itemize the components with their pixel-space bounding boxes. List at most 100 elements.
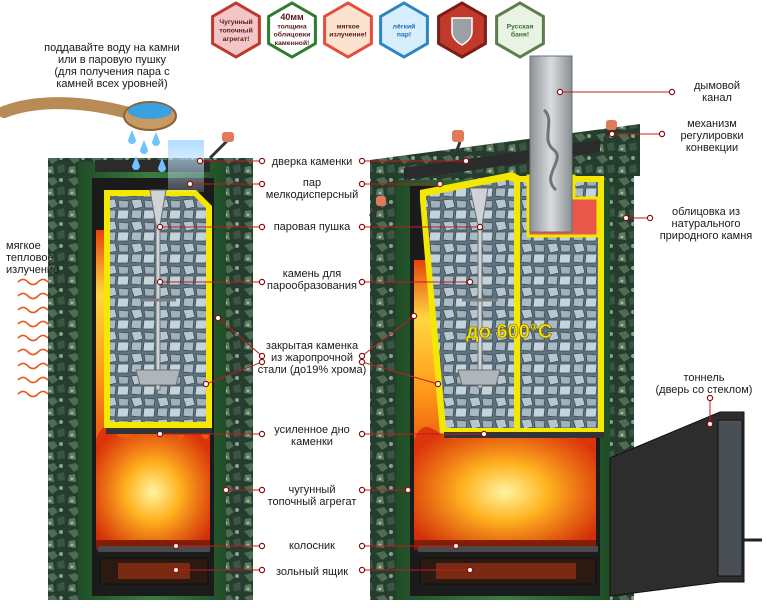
leader-dot	[358, 566, 366, 574]
badge-shape	[267, 1, 317, 59]
leader-line	[361, 361, 439, 385]
heat-wave	[17, 334, 49, 342]
leader-dot	[476, 223, 484, 231]
leader-dot	[214, 314, 222, 322]
water-note-line: (для получения пара с	[54, 66, 170, 78]
leader-dot	[434, 380, 442, 388]
leader-line	[205, 361, 263, 385]
closed-heater-line: закрытая каменка	[265, 340, 359, 352]
shield-icon	[451, 17, 473, 46]
leader-dot	[706, 420, 714, 428]
leader-dot	[258, 486, 266, 494]
leader-dot	[358, 542, 366, 550]
leader-dot	[156, 223, 164, 231]
leader-dot	[156, 278, 164, 286]
leader-dot	[410, 312, 418, 320]
leader-dot	[358, 430, 366, 438]
badges-row: Чугунныйтопочныйагрегат!40ммтолщинаоблиц…	[211, 1, 545, 59]
leader-dot	[258, 223, 266, 231]
badge-text: топочный	[219, 27, 253, 35]
leader-dot	[358, 278, 366, 286]
badge-shape	[495, 1, 545, 59]
water-note-line: камней всех уровней)	[56, 78, 168, 90]
closed-heater-line: стали (до19% хрома)	[257, 364, 367, 376]
leader-dot	[258, 278, 266, 286]
leader-dot	[452, 542, 460, 550]
leader-dot	[436, 180, 444, 188]
leader-dot	[466, 566, 474, 574]
badge-text: толщина	[277, 23, 307, 30]
leader-dot	[258, 180, 266, 188]
leader-dot	[258, 566, 266, 574]
water-note-line: или в паровую пушку	[57, 54, 167, 66]
convection-label-line: конвекции	[685, 142, 739, 154]
door-label: дверка каменки	[271, 156, 353, 168]
leader-dot	[646, 214, 654, 222]
grate-label: колосник	[288, 540, 335, 552]
water-note: поддавайте воду на камни или в паровую п…	[32, 42, 192, 90]
tunnel-door-glass	[717, 419, 743, 577]
badge-shape	[211, 1, 261, 59]
stone-label: камень для парообразования	[262, 268, 362, 292]
leader-dot	[156, 430, 164, 438]
leader-dot	[196, 157, 204, 165]
leader-lines	[160, 91, 711, 571]
right-steam-gun	[457, 187, 501, 389]
chimney-label: дымовой канал	[672, 80, 762, 104]
leader-dot	[466, 278, 474, 286]
steam-label-line: мелкодисперсный	[265, 189, 359, 201]
temperature-label: до 600°С	[466, 321, 552, 343]
bottom-label: усиленное дно каменки	[262, 424, 362, 448]
steam-label: пар мелкодисперсный	[262, 177, 362, 201]
leader-dot	[358, 223, 366, 231]
right-grate	[418, 546, 598, 552]
leader-dot	[706, 394, 714, 402]
steam-gun-label: паровая пушка	[273, 221, 351, 233]
soft-radiation-label: мягкое тепловое излучение	[6, 240, 66, 276]
heat-wave	[17, 362, 49, 370]
tunnel-label-line: (дверь со стеклом)	[655, 384, 753, 396]
left-door-handle	[208, 132, 234, 160]
badge-text: баня!	[511, 31, 529, 39]
heat-waves	[17, 278, 49, 398]
closed-heater-label: закрытая каменка из жаропрочной стали (д…	[256, 340, 368, 376]
chimney-label-line: дымовой	[694, 80, 740, 92]
convection-label-line: механизм	[687, 118, 737, 130]
badge-text: лёгкий	[393, 22, 416, 30]
bottom-label-line: каменки	[291, 436, 333, 448]
left-steam-cloud	[168, 140, 204, 192]
heat-wave	[17, 320, 49, 328]
ash-box-label: зольный ящик	[275, 566, 349, 578]
right-convection-inner	[520, 182, 598, 428]
firebox-label-line: топочный агрегат	[267, 496, 357, 508]
leader-dot	[358, 180, 366, 188]
leader-dots	[156, 88, 714, 574]
leader-dot	[608, 130, 616, 138]
left-ash-embers	[118, 563, 190, 579]
soft-radiation-line: излучение	[6, 264, 60, 276]
badge-text: облицовки	[274, 31, 311, 39]
water-drops	[128, 130, 166, 172]
leader-dot	[222, 486, 230, 494]
left-flames	[96, 420, 210, 540]
chimney-smoke	[542, 108, 559, 192]
leader-dot	[186, 180, 194, 188]
leader-dot	[202, 380, 210, 388]
badge-text: излучение!	[329, 32, 367, 39]
stone-label-line: камень для	[282, 268, 342, 280]
chimney-label-line: канал	[702, 92, 732, 104]
right-heater-rocks	[426, 180, 514, 428]
right-convection-knob	[602, 120, 617, 141]
cladding-label: облицовка из натурального природного кам…	[650, 206, 762, 242]
soft-radiation-line: мягкое	[6, 240, 41, 252]
leader-dot	[258, 352, 266, 360]
firebox-label-line: чугунный	[288, 484, 336, 496]
leader-dot	[658, 130, 666, 138]
bottom-label-line: усиленное дно	[274, 424, 350, 436]
leader-dot	[480, 430, 488, 438]
leader-dot	[358, 352, 366, 360]
steam-label-line: пар	[302, 177, 322, 189]
heat-wave	[17, 348, 49, 356]
